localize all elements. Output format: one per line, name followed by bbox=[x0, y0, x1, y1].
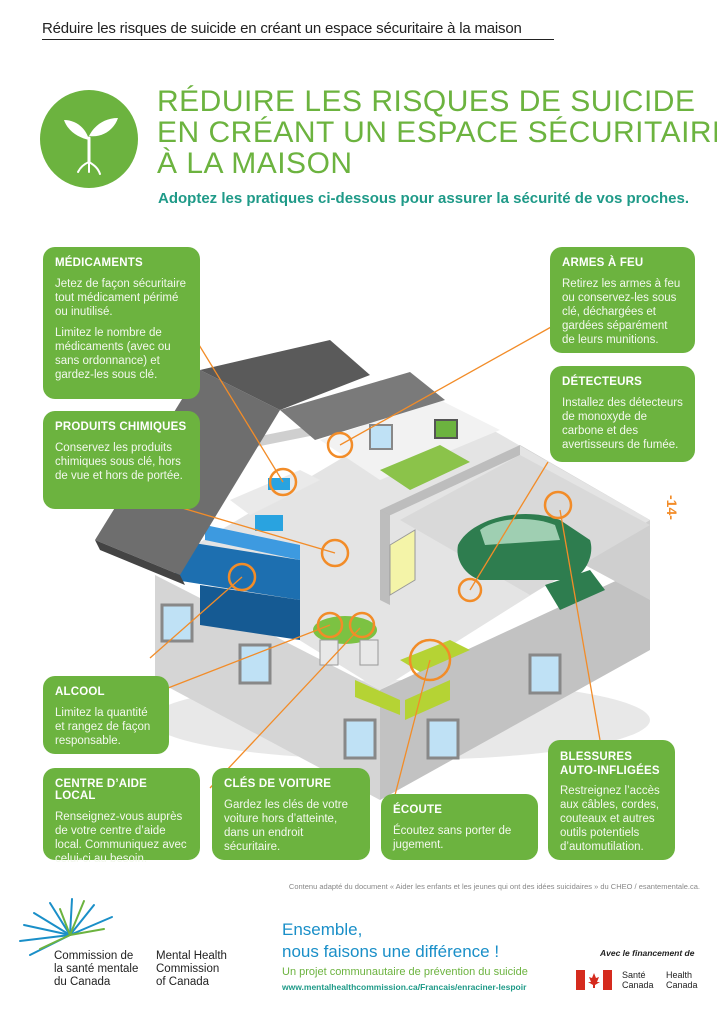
centre-aide-heading: CENTRE D’AIDE LOCAL bbox=[55, 778, 148, 802]
medicaments-heading: MÉDICAMENTS bbox=[55, 257, 143, 269]
hc-en-line-1: Health bbox=[666, 970, 693, 980]
project-tagline: Un projet communautaire de prévention du… bbox=[282, 966, 528, 978]
armes-text: Retirez les armes à feu ou conservez-les… bbox=[562, 278, 681, 346]
source-credit: Contenu adapté du document « Aider les e… bbox=[288, 882, 700, 891]
lawnmower bbox=[545, 570, 605, 610]
health-canada: Health Canada bbox=[666, 970, 698, 990]
medicaments-text-1: Jetez de façon sécuritaire tout médicame… bbox=[55, 278, 187, 318]
funding-label: Avec le financement de bbox=[600, 948, 695, 958]
title-line-2: EN CRÉANT UN ESPACE SÉCURITAIRE bbox=[157, 116, 717, 149]
title-line-3: À LA MAISON bbox=[157, 147, 353, 180]
org-fr-line-2: la santé mentale bbox=[54, 963, 139, 975]
website-link[interactable]: www.mentalhealthcommission.ca/Francais/e… bbox=[282, 982, 527, 992]
org-fr-line-3: du Canada bbox=[54, 976, 111, 988]
ecoute-heading: ÉCOUTE bbox=[393, 804, 443, 816]
detecteurs-box: DÉTECTEURS Installez des détecteurs de m… bbox=[550, 366, 695, 462]
top-header-line: Réduire les risques de suicide en créant… bbox=[42, 20, 554, 40]
hc-fr-line-1: Santé bbox=[622, 970, 646, 980]
sante-canada: Santé Canada bbox=[622, 970, 654, 990]
centre-aide-box: CENTRE D’AIDE LOCAL Renseignez-vous aupr… bbox=[43, 768, 200, 865]
medicaments-text-2: Limitez le nombre de médicaments (avec o… bbox=[55, 327, 171, 381]
mhcc-burst-logo bbox=[19, 898, 113, 956]
medicaments-box: MÉDICAMENTS Jetez de façon sécuritaire t… bbox=[43, 247, 200, 399]
page-title: RÉDUIRE LES RISQUES DE SUICIDE EN CRÉANT… bbox=[157, 85, 717, 180]
blessures-box: BLESSURES AUTO-INFLIGÉES Restreignez l’a… bbox=[548, 740, 675, 860]
canada-flag-icon bbox=[576, 970, 612, 990]
cles-voiture-text: Gardez les clés de votre voiture hors d’… bbox=[224, 799, 349, 853]
alcool-text: Limitez la quantité et rangez de façon r… bbox=[55, 707, 151, 747]
armes-box: ARMES À FEU Retirez les armes à feu ou c… bbox=[550, 247, 695, 353]
cles-voiture-box: CLÉS DE VOITURE Gardez les clés de votre… bbox=[212, 768, 370, 860]
mhcc-name-fr: Commission de la santé mentale du Canada bbox=[54, 950, 138, 989]
org-en-line-2: Commission bbox=[156, 963, 220, 975]
ecoute-text: Écoutez sans porter de jugement. bbox=[393, 825, 512, 851]
produits-chimiques-heading: PRODUITS CHIMIQUES bbox=[55, 421, 187, 433]
title-line-1: RÉDUIRE LES RISQUES DE SUICIDE bbox=[157, 85, 696, 118]
org-en-line-3: of Canada bbox=[156, 976, 210, 988]
ensemble-line-2: nous faisons une différence ! bbox=[282, 942, 500, 961]
subtitle: Adoptez les pratiques ci-dessous pour as… bbox=[158, 190, 690, 207]
hc-en-line-2: Canada bbox=[666, 980, 698, 990]
org-en-line-1: Mental Health bbox=[156, 950, 227, 962]
detecteurs-heading: DÉTECTEURS bbox=[562, 376, 642, 388]
alcool-heading: ALCOOL bbox=[55, 686, 105, 698]
bedroom-picture bbox=[434, 419, 458, 439]
mhcc-name-en: Mental Health Commission of Canada bbox=[156, 950, 227, 989]
ensemble-line-1: Ensemble, bbox=[282, 920, 363, 939]
org-fr-line-1: Commission de bbox=[54, 950, 134, 962]
produits-chimiques-box: PRODUITS CHIMIQUES Conservez les produit… bbox=[43, 411, 200, 509]
blessures-heading: BLESSURES AUTO-INFLIGÉES bbox=[560, 751, 660, 777]
page-number: -14- bbox=[664, 495, 680, 520]
blessures-text: Restreignez l’accès aux câbles, cordes, … bbox=[560, 785, 660, 853]
hc-fr-line-2: Canada bbox=[622, 980, 654, 990]
cles-voiture-heading: CLÉS DE VOITURE bbox=[224, 778, 332, 790]
armes-heading: ARMES À FEU bbox=[562, 257, 644, 269]
ecoute-box: ÉCOUTE Écoutez sans porter de jugement. bbox=[381, 794, 538, 860]
sprout-logo-circle bbox=[40, 90, 138, 188]
alcool-box: ALCOOL Limitez la quantité et rangez de … bbox=[43, 676, 169, 754]
produits-chimiques-text: Conservez les produits chimiques sous cl… bbox=[55, 442, 183, 482]
sprout-icon bbox=[64, 118, 118, 175]
centre-aide-text: Renseignez-vous auprès de votre centre d… bbox=[55, 811, 187, 865]
detecteurs-text: Installez des détecteurs de monoxyde de … bbox=[562, 397, 683, 451]
